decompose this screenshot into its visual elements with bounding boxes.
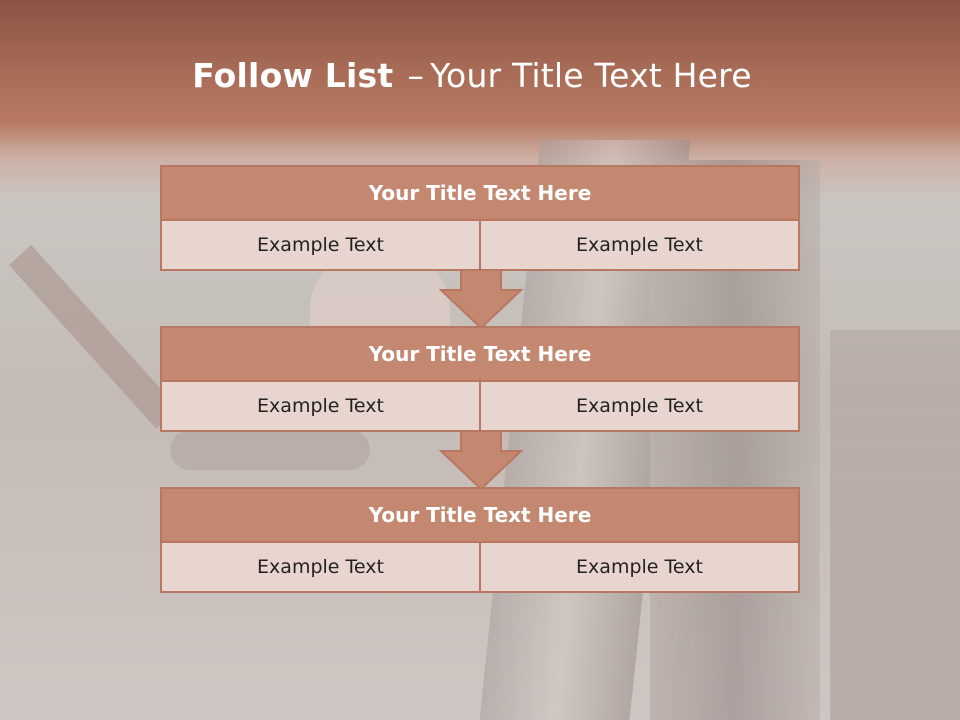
block-title: Your Title Text Here — [160, 165, 800, 221]
block-title: Your Title Text Here — [160, 326, 800, 382]
slide-title: Follow List–Your Title Text Here — [0, 52, 944, 100]
list-block-1: Your Title Text Here Example Text Exampl… — [160, 165, 800, 271]
list-block-3: Your Title Text Here Example Text Exampl… — [160, 487, 800, 593]
down-arrow-icon — [439, 430, 523, 491]
block-title: Your Title Text Here — [160, 487, 800, 543]
slide-title-dash: – — [407, 56, 425, 95]
slide-title-bold: Follow List — [192, 56, 394, 95]
block-cell-left: Example Text — [160, 221, 481, 271]
down-arrow-icon — [439, 269, 523, 330]
block-cell-right: Example Text — [481, 382, 800, 432]
block-cell-left: Example Text — [160, 382, 481, 432]
block-cell-right: Example Text — [481, 543, 800, 593]
block-cell-right: Example Text — [481, 221, 800, 271]
list-block-2: Your Title Text Here Example Text Exampl… — [160, 326, 800, 432]
slide-title-rest: Your Title Text Here — [430, 56, 752, 95]
block-cell-left: Example Text — [160, 543, 481, 593]
